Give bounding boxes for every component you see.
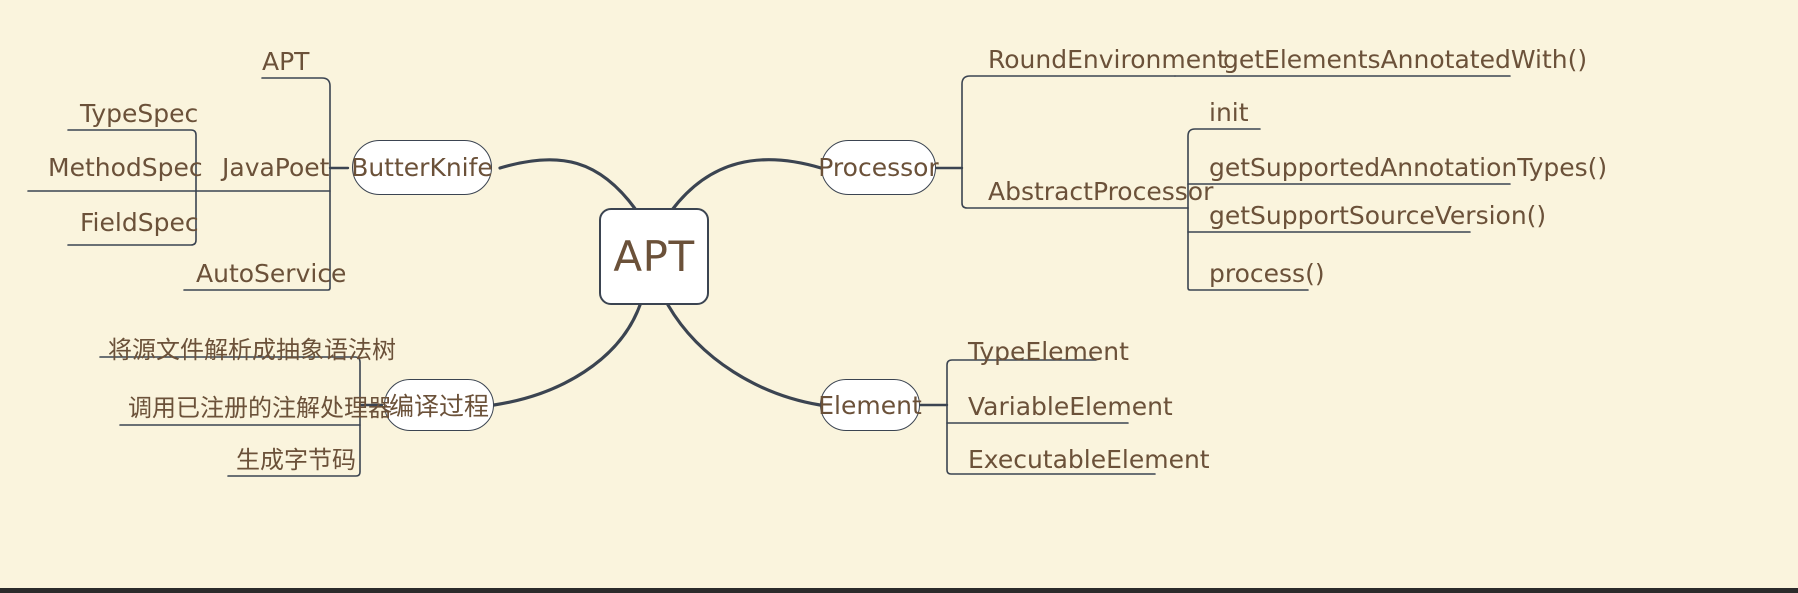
branch-node-compile-process[interactable]: 编译过程 bbox=[384, 379, 494, 431]
leaf-label-init[interactable]: init bbox=[1209, 97, 1249, 127]
leaf-label-getsupportsourceversion[interactable]: getSupportSourceVersion() bbox=[1209, 200, 1547, 230]
branch-node-element[interactable]: Element bbox=[818, 379, 922, 431]
leaf-label-generate-bytecode[interactable]: 生成字节码 bbox=[236, 445, 356, 474]
leaf-label-autoservice[interactable]: AutoService bbox=[196, 258, 347, 288]
leaf-label-executableelement[interactable]: ExecutableElement bbox=[968, 444, 1210, 474]
leaf-label-getsupportedannotationtypes[interactable]: getSupportedAnnotationTypes() bbox=[1209, 152, 1608, 182]
leaf-label-parse-ast[interactable]: 将源文件解析成抽象语法树 bbox=[108, 335, 396, 364]
leaf-label-fieldspec[interactable]: FieldSpec bbox=[80, 207, 199, 237]
leaf-label-variableelement[interactable]: VariableElement bbox=[968, 391, 1173, 421]
leaf-label-javapoet[interactable]: JavaPoet bbox=[222, 152, 330, 182]
leaf-label-typeelement[interactable]: TypeElement bbox=[968, 336, 1129, 366]
leaf-label-roundenvironment[interactable]: RoundEnvironment bbox=[988, 44, 1227, 74]
leaf-label-methodspec[interactable]: MethodSpec bbox=[48, 152, 203, 182]
leaf-label-typespec[interactable]: TypeSpec bbox=[80, 98, 199, 128]
bottom-divider bbox=[0, 588, 1798, 593]
leaf-label-apt-lib[interactable]: APT bbox=[262, 46, 310, 76]
branch-node-butterknife[interactable]: ButterKnife bbox=[351, 140, 493, 195]
leaf-label-process[interactable]: process() bbox=[1209, 258, 1325, 288]
leaf-label-invoke-processors[interactable]: 调用已注册的注解处理器 bbox=[128, 393, 392, 422]
leaf-label-abstractprocessor[interactable]: AbstractProcessor bbox=[988, 176, 1214, 206]
branch-node-processor[interactable]: Processor bbox=[818, 140, 939, 195]
root-node-apt[interactable]: APT bbox=[599, 208, 709, 305]
leaf-label-getelementsannotatedwith[interactable]: getElementsAnnotatedWith() bbox=[1223, 44, 1588, 74]
